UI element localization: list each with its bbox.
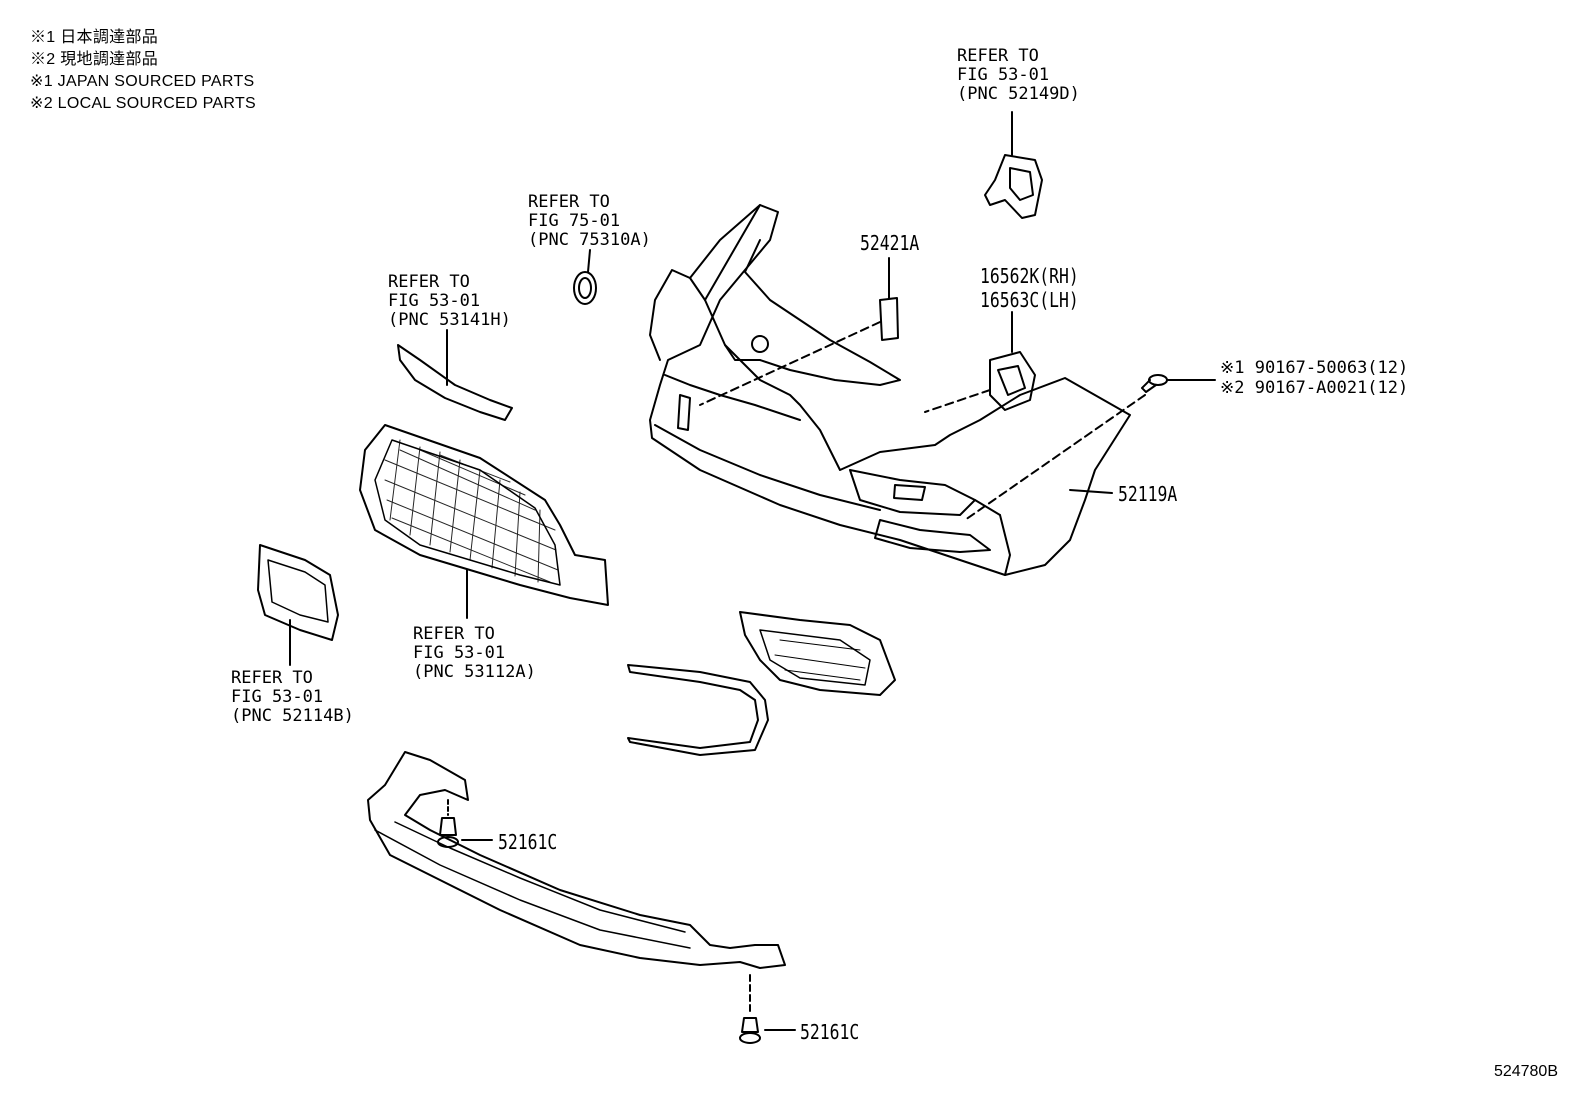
reference-line: REFER TO xyxy=(413,624,495,644)
part-number-16562k[interactable]: 16562K(RH) xyxy=(980,264,1079,288)
note-japan-jp: ※1 日本調達部品 xyxy=(30,29,159,46)
sourcing-notes: ※1 日本調達部品 ※2 現地調達部品 ※1 JAPAN SOURCED PAR… xyxy=(30,27,256,115)
reference-52114b[interactable]: REFER TO FIG 53-01 (PNC 52114B) xyxy=(231,669,354,726)
reference-line: REFER TO xyxy=(231,668,313,688)
reference-line: REFER TO xyxy=(388,272,470,292)
reference-53112a[interactable]: REFER TO FIG 53-01 (PNC 53112A) xyxy=(413,625,536,682)
reference-line: (PNC 52149D) xyxy=(957,84,1080,104)
upper-molding-part xyxy=(397,329,513,421)
part-number-screw-local[interactable]: ※2 90167-A0021(12) xyxy=(1220,378,1409,398)
reference-line: FIG 53-01 xyxy=(413,643,506,663)
part-number-16563c[interactable]: 16563C(LH) xyxy=(980,288,1079,312)
fog-molding-part xyxy=(627,664,769,756)
reference-line: (PNC 53112A) xyxy=(413,662,536,682)
fog-cover-part xyxy=(739,611,896,696)
part-number-52161c-lower[interactable]: 52161C xyxy=(800,1020,860,1044)
note-japan-en: ※1 JAPAN SOURCED PARTS xyxy=(30,73,255,90)
reference-line: FIG 53-01 xyxy=(388,291,481,311)
clip-upper-part xyxy=(437,799,493,848)
grille-mesh-pattern xyxy=(384,439,559,583)
nameplate-part xyxy=(699,257,899,406)
reference-line: (PNC 53141H) xyxy=(388,310,511,330)
bracket-52149d-part xyxy=(984,111,1043,219)
reference-line: FIG 75-01 xyxy=(528,211,621,231)
reference-line: REFER TO xyxy=(528,192,610,212)
note-local-en: ※2 LOCAL SOURCED PARTS xyxy=(30,95,256,112)
figure-id: 524780B xyxy=(1493,1063,1558,1080)
part-number-52421a[interactable]: 52421A xyxy=(860,231,920,255)
reference-line: (PNC 52114B) xyxy=(231,706,354,726)
part-number-52161c-upper[interactable]: 52161C xyxy=(498,830,558,854)
screw-part xyxy=(964,374,1216,521)
leader-52119a xyxy=(1069,489,1113,494)
reference-52149d[interactable]: REFER TO FIG 53-01 (PNC 52149D) xyxy=(957,47,1080,104)
reference-line: FIG 53-01 xyxy=(231,687,324,707)
reference-line: FIG 53-01 xyxy=(957,65,1050,85)
part-number-52119a[interactable]: 52119A xyxy=(1118,482,1178,506)
reference-line: REFER TO xyxy=(957,46,1039,66)
emblem-part xyxy=(573,249,597,305)
radiator-grille-part xyxy=(359,424,609,619)
reference-line: (PNC 75310A) xyxy=(528,230,651,250)
note-local-jp: ※2 現地調達部品 xyxy=(30,51,159,68)
reference-53141h[interactable]: REFER TO FIG 53-01 (PNC 53141H) xyxy=(388,273,511,330)
clip-lower-part xyxy=(739,974,796,1044)
lower-spoiler-part xyxy=(367,751,786,969)
reference-75310a[interactable]: REFER TO FIG 75-01 (PNC 75310A) xyxy=(528,193,651,250)
part-number-screw-japan[interactable]: ※1 90167-50063(12) xyxy=(1220,358,1409,378)
side-bracket-part xyxy=(924,311,1036,413)
license-bracket-part xyxy=(257,544,339,666)
